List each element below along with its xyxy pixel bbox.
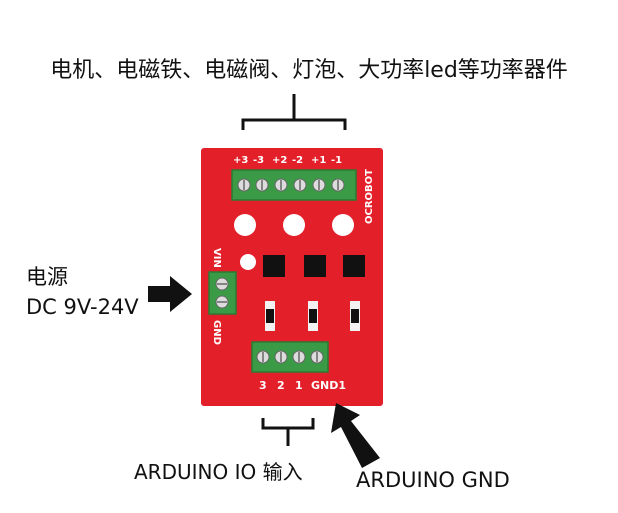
power-supply-title: 电源 xyxy=(26,265,68,289)
driver-board xyxy=(201,148,383,406)
mosfet-chips xyxy=(263,255,365,277)
input-pin-label: 1 xyxy=(295,379,303,392)
power-supply-label: 电源 DC 9V-24V xyxy=(26,262,139,322)
input-pin-label: 3 xyxy=(259,379,267,392)
input-terminal-block xyxy=(251,341,329,373)
bracket-down-icon xyxy=(241,94,347,130)
arrow-up-left-icon xyxy=(331,403,380,468)
vin-label: VIN xyxy=(211,248,222,268)
output-terminal-block xyxy=(231,169,357,201)
input-pin-label: 2 xyxy=(277,379,285,392)
gnd-pin-label: GND xyxy=(211,320,222,345)
arduino-io-label: ARDUINO IO 输入 xyxy=(134,460,303,484)
output-pin-label: +3 xyxy=(233,155,248,166)
output-pin-label: +2 xyxy=(272,155,287,166)
output-pin-label: -3 xyxy=(253,155,264,166)
bracket-up-icon xyxy=(261,418,315,446)
output-pin-label: -1 xyxy=(331,155,342,166)
power-supply-voltage: DC 9V-24V xyxy=(26,295,139,319)
power-terminal-block xyxy=(208,271,237,315)
output-devices-label: 电机、电磁铁、电磁阀、灯泡、大功率led等功率器件 xyxy=(50,58,568,83)
brand-label: OCROBOT xyxy=(364,169,375,224)
smd-components xyxy=(265,301,360,331)
output-pin-label: -2 xyxy=(292,155,303,166)
arduino-gnd-label: ARDUINO GND xyxy=(356,468,510,492)
arrow-right-icon xyxy=(148,276,192,312)
output-pin-label: +1 xyxy=(311,155,326,166)
input-pin-label: GND1 xyxy=(311,379,346,392)
mounting-holes xyxy=(234,214,354,270)
